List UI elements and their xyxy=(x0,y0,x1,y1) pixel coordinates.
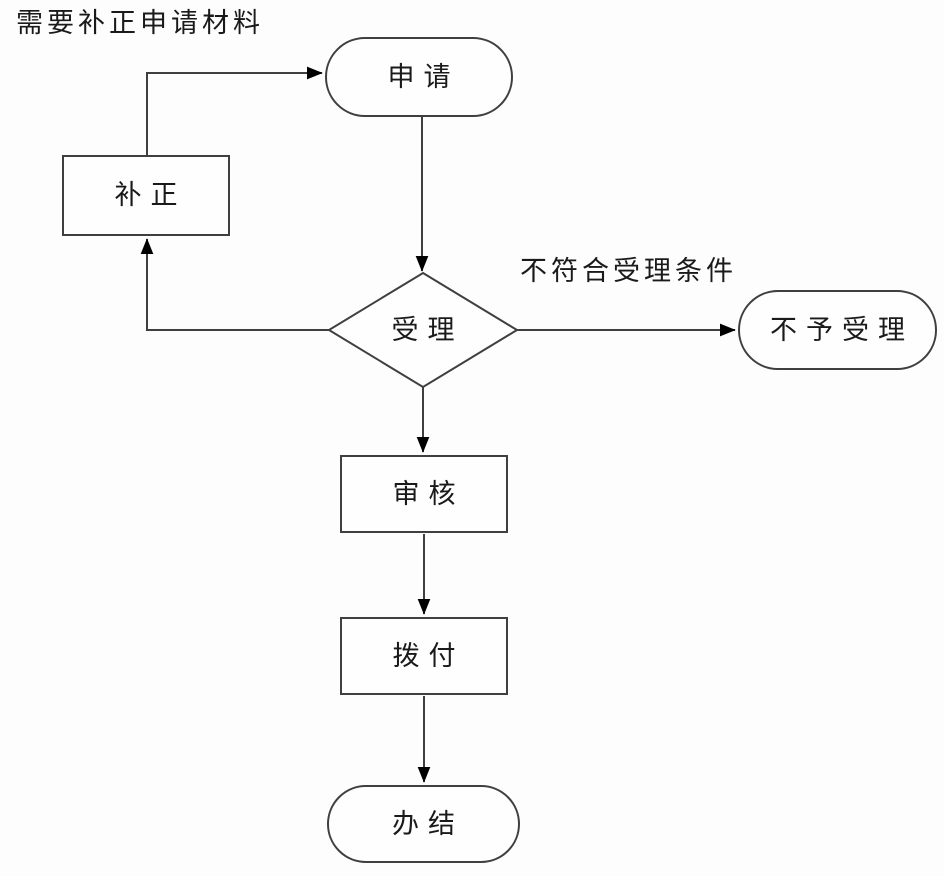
node-review: 审核 xyxy=(340,455,508,533)
node-review-label: 审核 xyxy=(392,478,465,509)
node-supplement: 补正 xyxy=(62,155,230,236)
node-supplement-label: 补正 xyxy=(114,180,187,210)
node-disburse-label: 拨付 xyxy=(392,640,465,671)
edge-label-not-meet-conditions: 不符合受理条件 xyxy=(520,256,737,286)
node-complete-label: 办结 xyxy=(392,808,464,839)
node-accept-diamond-shape xyxy=(327,271,519,389)
node-disburse: 拨付 xyxy=(340,617,508,695)
edge-label-need-supplement: 需要补正申请材料 xyxy=(16,8,264,38)
node-apply: 申请 xyxy=(325,37,513,117)
node-reject-label: 不予受理 xyxy=(770,314,914,345)
node-apply-label: 申请 xyxy=(387,61,460,92)
edge-accept-to-supplement xyxy=(140,238,330,331)
node-accept: 受理 xyxy=(353,303,493,357)
node-accept-label: 受理 xyxy=(391,314,464,345)
node-complete: 办结 xyxy=(327,785,520,863)
node-reject: 不予受理 xyxy=(738,290,937,370)
edge-supplement-to-apply xyxy=(146,66,323,156)
